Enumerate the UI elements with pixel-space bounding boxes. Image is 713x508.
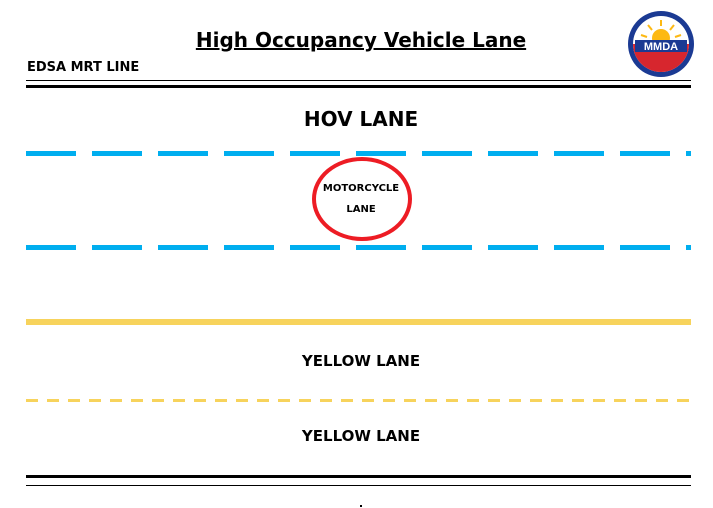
yellow-solid-line	[26, 319, 691, 325]
hov-dashed-line-top	[26, 151, 691, 156]
hov-lane-label: HOV LANE	[303, 107, 419, 131]
page-title: High Occupancy Vehicle Lane	[195, 28, 527, 52]
stray-dot	[360, 505, 362, 507]
yellow-dashed-line	[26, 399, 691, 402]
motorcycle-lane-label-line2: LANE	[346, 204, 376, 215]
section-subtitle: EDSA MRT LINE	[27, 60, 140, 75]
motorcycle-lane-label-line1: MOTORCYCLE	[322, 183, 400, 194]
motorcycle-lane-circle	[312, 157, 412, 241]
logo-text: MMDA	[644, 41, 678, 53]
yellow-lane-label-2: YELLOW LANE	[301, 427, 421, 445]
yellow-lane-label-1: YELLOW LANE	[301, 352, 421, 370]
top-divider-thin	[26, 80, 691, 81]
bottom-divider-thin	[26, 485, 691, 486]
bottom-divider-thick	[26, 475, 691, 478]
mmda-logo-icon: MMDA	[628, 11, 694, 77]
hov-dashed-line-bottom	[26, 245, 691, 250]
top-divider-thick	[26, 85, 691, 88]
